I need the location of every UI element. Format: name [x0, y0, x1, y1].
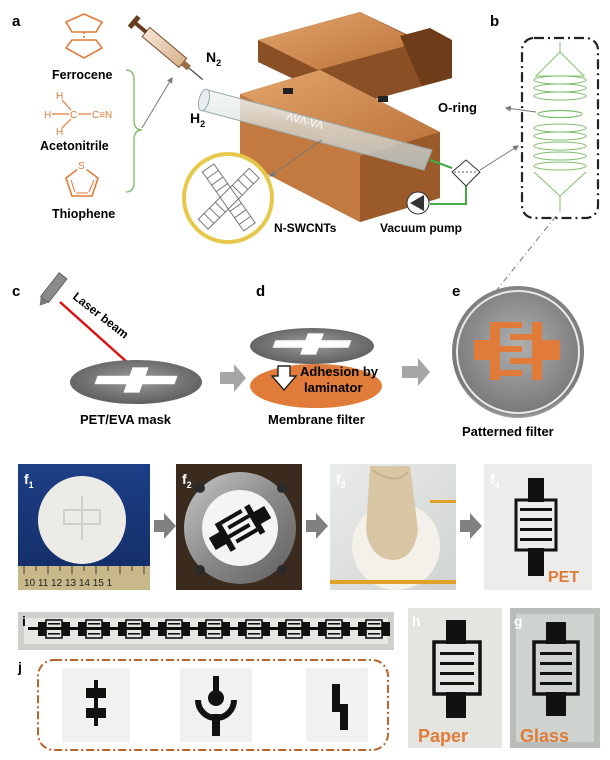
photo-h: Paper [408, 608, 502, 748]
arrow-d-to-e [402, 358, 430, 386]
oring-label: O-ring [438, 100, 477, 115]
acetonitrile-structure: H H H C C≡N [44, 91, 112, 138]
electrode-chain [38, 619, 390, 639]
panel-label-d: d [256, 283, 265, 300]
shape-photo-2 [180, 668, 252, 742]
chain-electrode [318, 619, 350, 639]
brace-to-syringe-arrow [141, 76, 173, 129]
chain-electrode [358, 619, 390, 639]
laser-head [39, 272, 68, 306]
chain-electrode [38, 619, 70, 639]
acetonitrile-h2: H [44, 110, 51, 121]
h2-label: H2 [190, 110, 205, 129]
oring-arrow [504, 105, 537, 113]
panel-label-f3: f3 [336, 471, 346, 490]
mask-disk-d [250, 328, 374, 364]
ferrocene-structure [64, 13, 104, 59]
f2-sub: 2 [187, 480, 192, 490]
chain-electrode [198, 619, 230, 639]
photo-f1: 10 11 12 13 14 15 1 [18, 464, 150, 590]
thiophene-structure: S [65, 159, 99, 197]
n2-base: N [206, 49, 216, 65]
f1-base: f [24, 471, 29, 487]
f4-sub: 4 [495, 480, 500, 490]
f3-sub: 3 [341, 480, 346, 490]
chain-electrode [238, 619, 270, 639]
patterned-filter-disk [452, 286, 584, 418]
chain-electrode [278, 619, 310, 639]
laser-beam-label: Laser beam [70, 289, 131, 341]
quartz-tube: ᐱᐯᐱ-ᐯᐱ [197, 88, 433, 171]
assembly-to-patterned-line [491, 215, 557, 297]
acetonitrile-triple: C≡N [92, 110, 112, 121]
ruler-numbers: 10 11 12 13 14 15 1 [24, 578, 113, 589]
panel-label-b: b [490, 13, 499, 30]
panel-label-c: c [12, 283, 20, 300]
f1-sub: 1 [29, 480, 34, 490]
adhesion-label-line1: Adhesion by [300, 364, 379, 379]
panel-label-h: h [412, 613, 421, 629]
photo-g: Glass [510, 608, 600, 748]
membrane-filter-label: Membrane filter [268, 412, 365, 427]
vacuum-pump-label: Vacuum pump [380, 221, 462, 235]
panel-label-e: e [452, 283, 460, 300]
thiophene-s: S [78, 161, 85, 172]
filter-funnel-top [533, 42, 587, 101]
chain-electrode [78, 619, 110, 639]
filter-to-assembly-arrow [479, 145, 520, 171]
n2-label: N2 [206, 49, 221, 68]
h2-base: H [190, 110, 200, 126]
nswcnt-magnifier [182, 152, 274, 244]
ferrocene-label: Ferrocene [52, 68, 112, 82]
paper-label: Paper [418, 726, 468, 746]
shape-photo-1 [62, 668, 130, 742]
glass-label: Glass [520, 726, 569, 746]
precursor-brace [125, 69, 143, 193]
panel-label-j: j [17, 659, 22, 675]
nswcnt-label: N-SWCNTs [274, 221, 337, 235]
arrow-f1-to-f2 [154, 513, 176, 539]
panel-label-i: i [22, 613, 26, 629]
photo-f4: PET [484, 464, 592, 590]
patterned-filter-label: Patterned filter [462, 424, 554, 439]
photo-f3 [330, 464, 456, 590]
chain-electrode [118, 619, 150, 639]
h2-sub: 2 [200, 119, 205, 129]
f4-base: f [490, 471, 495, 487]
f2-base: f [182, 471, 187, 487]
pet-eva-mask-disk [70, 360, 202, 404]
panel-label-g: g [514, 613, 523, 629]
oring-shape [537, 109, 583, 119]
arrow-f3-to-f4 [460, 513, 482, 539]
laminator-arrow [270, 365, 298, 392]
acetonitrile-label: Acetonitrile [40, 139, 109, 153]
photo-f2 [176, 464, 302, 590]
vacuum-pump-icon [406, 191, 430, 215]
panel-label-a: a [12, 13, 21, 30]
thiophene-label: Thiophene [52, 207, 115, 221]
magnifier-arrow [269, 139, 323, 177]
shapes-frame [37, 659, 389, 751]
chain-electrode [158, 619, 190, 639]
panel-label-f4: f4 [490, 471, 500, 490]
filter-funnel-bottom [533, 123, 587, 212]
n2-sub: 2 [216, 58, 221, 68]
syringe [127, 15, 204, 81]
arrow-f2-to-f3 [306, 513, 328, 539]
panel-label-f1: f1 [24, 471, 34, 490]
adhesion-label-line2: laminator [304, 380, 363, 395]
pet-label: PET [548, 569, 579, 586]
outlet-line [429, 159, 467, 205]
panel-label-f2: f2 [182, 471, 192, 490]
filter-diamond [451, 159, 481, 187]
f3-base: f [336, 471, 341, 487]
arrow-c-to-d [220, 364, 246, 392]
acetonitrile-h3: H [56, 127, 63, 138]
acetonitrile-c: C [70, 110, 77, 121]
filter-assembly-box [520, 36, 600, 220]
shape-photo-3 [306, 668, 368, 742]
pet-eva-mask-label: PET/EVA mask [80, 412, 172, 427]
acetonitrile-h1: H [56, 91, 63, 102]
